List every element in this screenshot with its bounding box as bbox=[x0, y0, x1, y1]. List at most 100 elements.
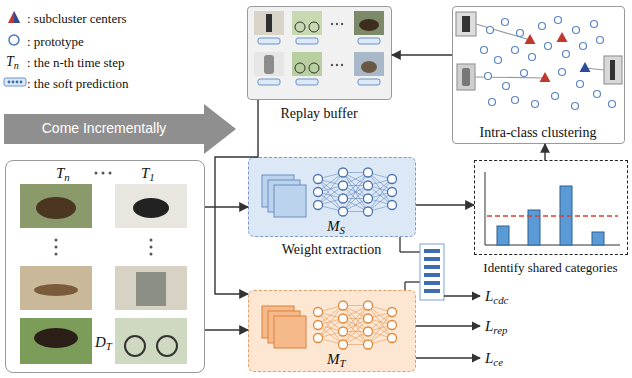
symbol-main: M bbox=[327, 351, 340, 367]
network-neuron bbox=[314, 175, 323, 184]
flow-arrow bbox=[544, 144, 545, 160]
network-neuron bbox=[339, 314, 348, 323]
network-link bbox=[343, 319, 368, 332]
network-link bbox=[368, 205, 392, 212]
network-link bbox=[318, 306, 343, 313]
text-slot: : the n-th time step bbox=[27, 53, 124, 71]
network-link bbox=[343, 186, 368, 199]
flow-arrow bbox=[416, 204, 474, 205]
network-link bbox=[343, 306, 368, 345]
weight-vector bbox=[400, 237, 480, 358]
network-neuron bbox=[364, 314, 373, 323]
symbol-main: M bbox=[327, 218, 340, 234]
symbol-subscript: 1 bbox=[149, 171, 154, 183]
cluster-scatter bbox=[456, 12, 622, 110]
flow-arrow bbox=[215, 100, 258, 294]
network-link bbox=[343, 306, 368, 332]
text-slot: Replay buffer bbox=[248, 104, 390, 122]
replay-buffer-panel: Replay buffer bbox=[247, 6, 392, 100]
network-link bbox=[318, 179, 343, 212]
network-neuron bbox=[364, 181, 373, 190]
network-neuron bbox=[314, 334, 323, 343]
network-neuron bbox=[339, 207, 348, 216]
network-link bbox=[343, 199, 368, 212]
histogram bbox=[485, 172, 620, 245]
network-link bbox=[368, 179, 392, 212]
text-slot: : the soft prediction bbox=[27, 74, 128, 92]
text-slot: : subcluster centers bbox=[27, 9, 127, 27]
incremental-arrow: Come Incrementally bbox=[4, 104, 236, 154]
model-symbol: MT bbox=[327, 351, 346, 370]
text-slot: MS bbox=[327, 217, 345, 237]
network-link bbox=[368, 179, 392, 199]
network-link bbox=[343, 319, 368, 345]
network-link bbox=[368, 192, 392, 199]
network-neuron bbox=[388, 201, 397, 210]
network-neuron bbox=[339, 194, 348, 203]
network-link bbox=[343, 173, 368, 186]
network-link bbox=[343, 173, 368, 199]
network-link bbox=[318, 306, 343, 339]
network-link bbox=[318, 186, 343, 193]
network-neuron bbox=[339, 168, 348, 177]
clustering-panel: Intra-class clustering bbox=[452, 6, 625, 144]
network-neuron bbox=[339, 327, 348, 336]
network-link bbox=[343, 211, 368, 212]
network-link bbox=[343, 198, 368, 199]
network-neuron bbox=[388, 308, 397, 317]
network-link bbox=[318, 199, 343, 206]
symbol-subscript: ce bbox=[493, 356, 503, 368]
network-neuron bbox=[339, 340, 348, 349]
time-step-symbol: Tn bbox=[6, 54, 19, 72]
network-neuron bbox=[314, 188, 323, 197]
network-link bbox=[318, 338, 343, 345]
network-link bbox=[318, 312, 343, 332]
network-link bbox=[343, 332, 368, 345]
text-slot: Come Incrementally bbox=[4, 119, 204, 137]
network-link bbox=[318, 205, 343, 212]
network-link bbox=[318, 192, 343, 199]
text-slot: Weight extraction bbox=[249, 240, 414, 258]
network-link bbox=[318, 192, 343, 212]
symbol-subscript: rep bbox=[493, 324, 507, 336]
symbol-subscript: n bbox=[14, 60, 19, 71]
symbol-main: T bbox=[56, 165, 64, 181]
symbol-subscript: S bbox=[340, 224, 345, 236]
replay-images bbox=[254, 11, 384, 85]
network-link bbox=[368, 192, 392, 212]
symbol-main: L bbox=[485, 318, 493, 334]
network-link bbox=[318, 312, 343, 345]
legend-text: : the soft prediction bbox=[27, 77, 128, 92]
text-slot: Lrep bbox=[485, 317, 507, 337]
text-slot: Identify shared categories bbox=[465, 258, 632, 276]
network-link bbox=[343, 173, 368, 186]
network-link bbox=[343, 318, 368, 319]
network-link bbox=[318, 325, 343, 332]
text-slot: Tn bbox=[6, 52, 19, 72]
network-link bbox=[343, 331, 368, 332]
network-neuron bbox=[314, 308, 323, 317]
network-link bbox=[368, 338, 392, 345]
text-slot: Lce bbox=[485, 349, 503, 369]
network-neuron bbox=[388, 188, 397, 197]
box-caption: Identify shared categories bbox=[483, 261, 617, 276]
network-link bbox=[343, 173, 368, 212]
panel-caption: Intra-class clustering bbox=[479, 125, 596, 141]
symbol-subscript: T bbox=[106, 340, 112, 352]
network-link bbox=[368, 332, 392, 339]
time-step-symbol: Tn bbox=[56, 165, 70, 184]
flow-arrow bbox=[205, 206, 248, 207]
text-slot: Intra-class clustering bbox=[453, 123, 623, 141]
network-neuron bbox=[314, 321, 323, 330]
network-link bbox=[343, 306, 368, 345]
symbol-subscript: cdc bbox=[493, 294, 508, 306]
symbol-subscript: n bbox=[64, 171, 69, 183]
network-link bbox=[343, 319, 368, 332]
symbol-main: D bbox=[95, 334, 106, 350]
network-link bbox=[343, 332, 368, 345]
dataset-panel: TnT1DT bbox=[5, 160, 205, 373]
network-link bbox=[368, 173, 392, 180]
network-link bbox=[343, 173, 368, 212]
symbol-subscript: T bbox=[340, 357, 346, 369]
flow-arrow bbox=[392, 54, 452, 55]
